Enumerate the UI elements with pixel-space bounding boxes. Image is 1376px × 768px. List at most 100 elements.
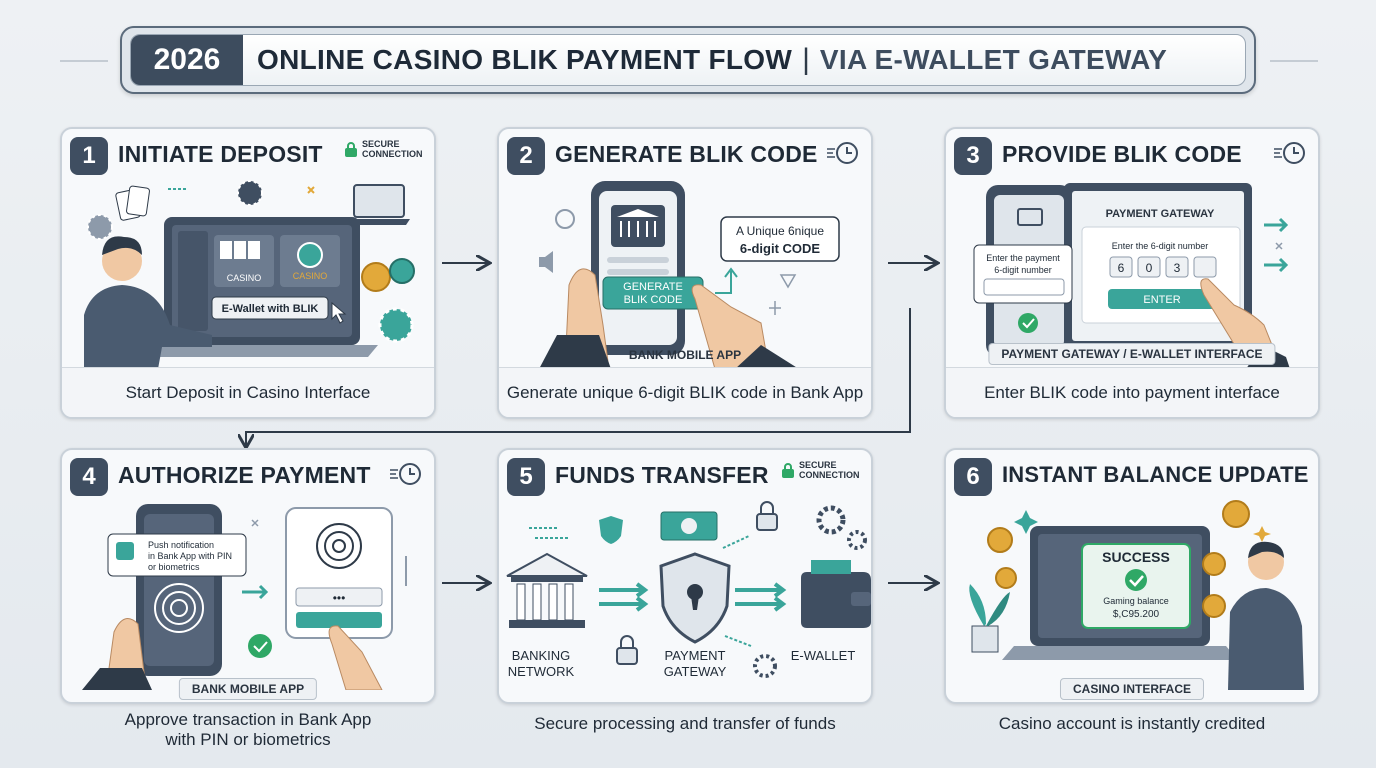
bank-mobile-app-tag: BANK MOBILE APP (178, 678, 318, 700)
svg-text:BANKING: BANKING (512, 648, 571, 663)
lock-icon (782, 463, 794, 478)
code-bubble (720, 216, 840, 262)
fingerprint-icon (316, 523, 362, 569)
bank-mobile-app-tag: BANK MOBILE APP (628, 348, 742, 362)
svg-text:PAYMENT GATEWAY: PAYMENT GATEWAY (1106, 208, 1215, 220)
confirm-button (296, 612, 382, 628)
padlock-icon (756, 513, 778, 531)
title-deco-right (1270, 60, 1318, 62)
step-2-panel: 2 GENERATE BLIK CODE GENERATE BLIK CODE … (497, 127, 873, 419)
svg-text:in Bank App with PIN: in Bank App with PIN (148, 551, 232, 561)
svg-text:SUCCESS: SUCCESS (1102, 549, 1170, 565)
svg-text:Push notification: Push notification (148, 540, 214, 550)
step-4-caption: Approve transaction in Bank App with PIN… (124, 710, 372, 749)
svg-text:GENERATE: GENERATE (623, 281, 683, 293)
gateway-interface-tag: PAYMENT GATEWAY / E-WALLET INTERFACE (988, 343, 1276, 365)
svg-text:Gaming balance: Gaming balance (1103, 596, 1169, 606)
gear-icon (816, 505, 846, 535)
svg-text:ENTER: ENTER (1143, 294, 1180, 306)
casino-deposit-illustration: CASINO CASINO E-Wallet with BLIK (84, 180, 415, 369)
payment-gateway-illustration: PAYMENT GATEWAY Enter the 6-digit number… (973, 183, 1290, 369)
step-number: 6 (954, 458, 992, 496)
step-title: AUTHORIZE PAYMENT (118, 462, 371, 488)
svg-text:E-WALLET: E-WALLET (791, 648, 856, 663)
lock-icon (345, 142, 357, 157)
svg-text:0: 0 (1146, 261, 1153, 275)
gear-icon (753, 654, 777, 678)
step-5-panel: 5 FUNDS TRANSFER SECURE CONNECTION BANKI… (497, 448, 873, 704)
svg-text:A Unique 6nique: A Unique 6nique (736, 224, 824, 238)
digit-box (1165, 256, 1189, 278)
fingerprint-icon (154, 583, 204, 633)
pin-input (295, 587, 383, 607)
balance-update-illustration: SUCCESS Gaming balance $,C95.200 (969, 500, 1304, 690)
svg-text:6-digit number: 6-digit number (994, 265, 1052, 275)
authorize-illustration: Push notification in Bank App with PIN o… (82, 504, 407, 690)
step-1-panel: 1 INITIATE DEPOSIT SECURE CONNECTION CAS… (60, 127, 436, 419)
title-separator: | (802, 43, 810, 76)
shield-check-icon (599, 516, 623, 544)
svg-text:E-Wallet with BLIK: E-Wallet with BLIK (222, 303, 319, 315)
svg-text:CASINO: CASINO (227, 273, 262, 283)
svg-text:Enter the 6-digit number: Enter the 6-digit number (1112, 241, 1209, 251)
clock-icon (827, 142, 858, 164)
title-year: 2026 (131, 35, 243, 85)
digit-box (1137, 256, 1161, 278)
step-5-caption: Secure processing and transfer of funds (534, 714, 836, 733)
title-banner: 2026 ONLINE CASINO BLIK PAYMENT FLOW | V… (120, 26, 1256, 94)
svg-text:or biometrics: or biometrics (148, 562, 200, 572)
svg-text:NETWORK: NETWORK (508, 664, 575, 679)
step-number: 5 (507, 458, 545, 496)
svg-text:CASINO: CASINO (293, 271, 328, 281)
speaker-icon (539, 251, 553, 273)
svg-text:BLIK CODE: BLIK CODE (624, 294, 683, 306)
clock-icon (1274, 142, 1305, 164)
secure-connection-badge: SECURE CONNECTION (344, 139, 424, 159)
step-3-panel: 3 PROVIDE BLIK CODE PAYMENT GATEWAY Ente… (944, 127, 1320, 419)
poker-chip-icon (237, 180, 263, 206)
title-deco-left (60, 60, 108, 62)
step-title: FUNDS TRANSFER (555, 462, 769, 488)
svg-text:$,C95.200: $,C95.200 (1113, 609, 1160, 620)
step-number: 2 (507, 137, 545, 175)
coin-icon (987, 527, 1013, 553)
digit-box (1109, 256, 1133, 278)
plant-icon (969, 584, 1010, 653)
clock-icon (390, 463, 421, 485)
title-main: ONLINE CASINO BLIK PAYMENT FLOW (257, 44, 793, 75)
hand (1200, 278, 1277, 358)
step-title: INITIATE DEPOSIT (118, 141, 323, 167)
svg-text:6-digit CODE: 6-digit CODE (740, 241, 820, 256)
step-4-panel: 4 AUTHORIZE PAYMENT Push notification in… (60, 448, 436, 704)
step-caption: Enter BLIK code into payment interface (946, 367, 1318, 417)
small-laptop-icon (353, 184, 405, 218)
svg-text:6: 6 (1118, 261, 1125, 275)
ewallet-blik-button (211, 296, 329, 320)
svg-text:Enter the payment: Enter the payment (986, 253, 1060, 263)
check-icon (248, 634, 272, 658)
push-notification (107, 533, 247, 577)
step-number: 1 (70, 137, 108, 175)
step-number: 3 (954, 137, 992, 175)
enter-button (1108, 289, 1216, 309)
step-title: PROVIDE BLIK CODE (1002, 141, 1242, 167)
check-icon (1125, 569, 1147, 591)
secure-connection-badge: SECURE CONNECTION (781, 460, 861, 480)
step-title: INSTANT BALANCE UPDATE (1002, 462, 1309, 487)
step-6-panel: 6 INSTANT BALANCE UPDATE SUCCESS Gaming … (944, 448, 1320, 704)
svg-text:PAYMENT: PAYMENT (665, 648, 726, 663)
title-sub: VIA E-WALLET GATEWAY (819, 44, 1168, 75)
step-caption: Start Deposit in Casino Interface (62, 367, 434, 417)
casino-interface-tag: CASINO INTERFACE (1059, 678, 1205, 700)
step-number: 4 (70, 458, 108, 496)
step-title: GENERATE BLIK CODE (555, 141, 818, 167)
svg-text:3: 3 (1174, 261, 1181, 275)
cursor-icon (331, 301, 347, 324)
bank-building-icon (506, 552, 588, 628)
hand-right (691, 284, 770, 369)
padlock-icon (616, 647, 638, 665)
check-icon (1018, 313, 1038, 333)
hand-right (328, 625, 383, 690)
svg-text:GATEWAY: GATEWAY (664, 664, 727, 679)
funds-transfer-illustration: BANKING NETWORK PAYMENT GATEWAY E-WALLET (506, 501, 871, 679)
